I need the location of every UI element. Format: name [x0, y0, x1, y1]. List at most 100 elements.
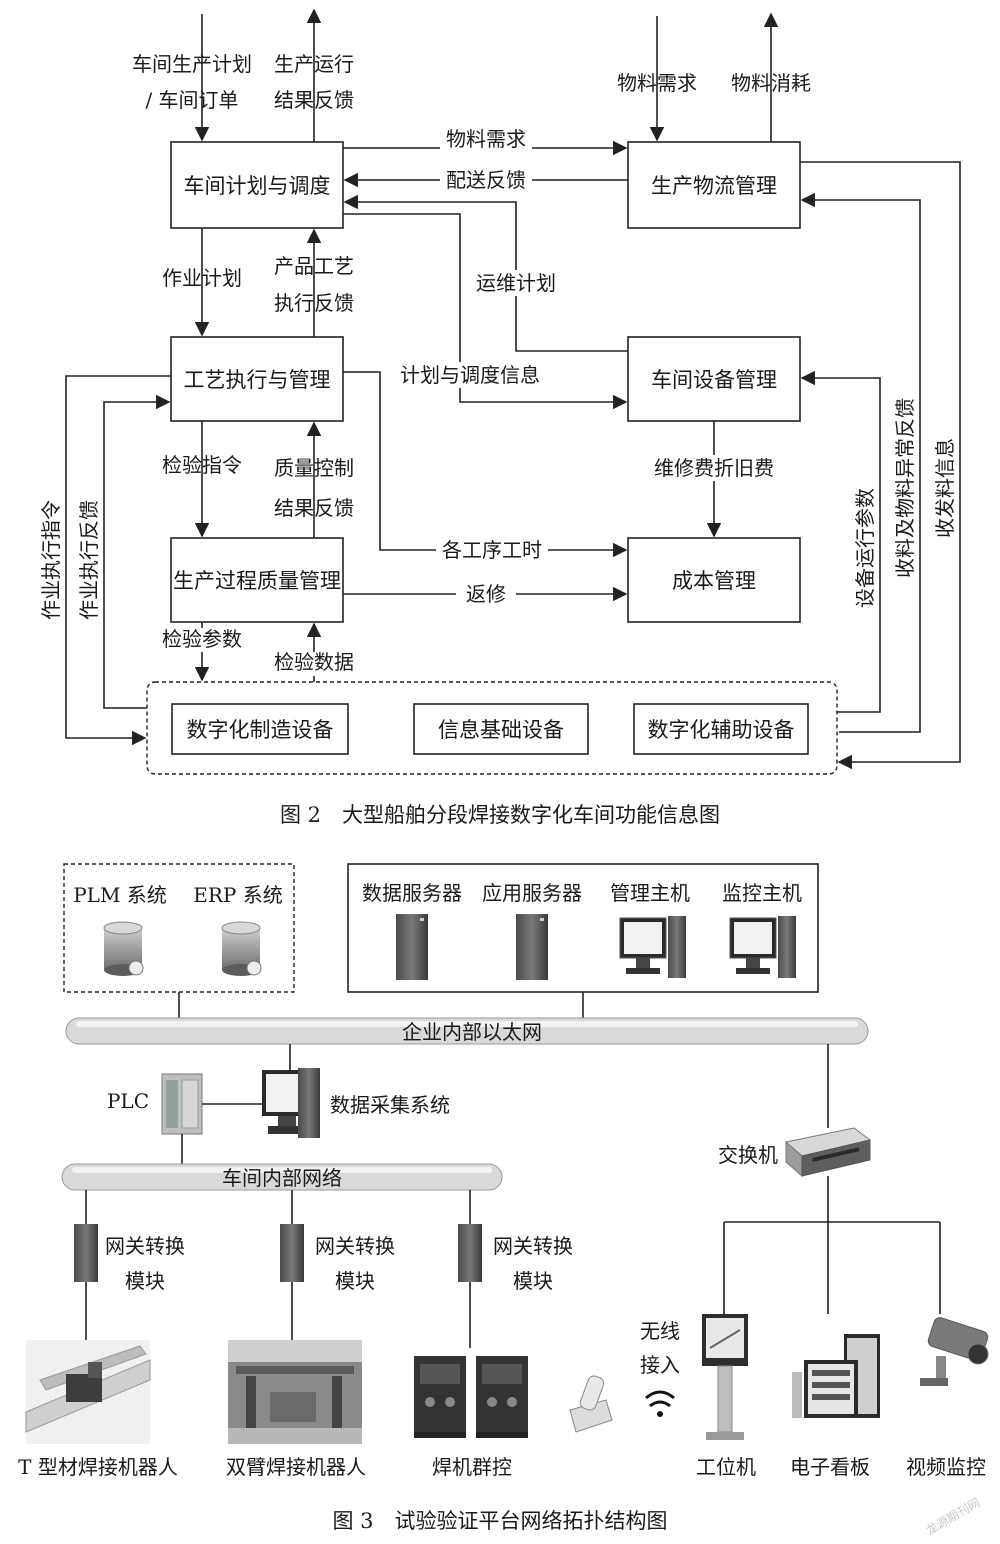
gateway-1-icon [74, 1224, 98, 1282]
daq-label: 数据采集系统 [330, 1093, 450, 1117]
switch-icon [784, 1127, 872, 1178]
t-robot-image [25, 1340, 151, 1444]
label-feedback-1: 生产运行 [274, 52, 354, 76]
app-server-label: 应用服务器 [482, 881, 582, 905]
label-mat-demand-in: 物料需求 [617, 71, 697, 95]
box-digital-aux: 数字化辅助设备 [633, 703, 809, 755]
label-op-plan: 作业计划 [162, 266, 242, 290]
wireless-label-1: 无线 [640, 1319, 680, 1343]
box-info-base: 信息基础设备 [413, 703, 589, 755]
label-plan-in-1: 车间生产计划 [132, 52, 252, 76]
box-logistics-label: 生产物流管理 [651, 174, 777, 198]
app-server-icon [516, 914, 548, 980]
video-camera-icon [920, 1317, 989, 1386]
label-inspect-cmd: 检验指令 [162, 453, 242, 477]
workstation-icon [702, 1314, 748, 1440]
plm-database-icon [103, 921, 144, 976]
arrow-exec-cmd [65, 375, 171, 746]
box-quality: 生产过程质量管理 [170, 537, 344, 623]
label-mat-info: 收发料信息 [933, 438, 957, 538]
e-board-label: 电子看板 [790, 1455, 870, 1479]
label-sched-info: 计划与调度信息 [400, 363, 540, 387]
box-quality-label: 生产过程质量管理 [173, 569, 341, 593]
label-inspect-param: 检验参数 [162, 627, 242, 651]
label-qc-fb-1: 质量控制 [274, 456, 354, 480]
box-info-base-label: 信息基础设备 [438, 718, 564, 742]
welder-group-image [414, 1356, 528, 1438]
arrow-sched-info [343, 213, 628, 410]
arrow-exec-fb [103, 394, 171, 709]
figure-2: 车间计划与调度 生产物流管理 工艺执行与管理 车间设备管理 生产过程质量管理 成… [39, 8, 961, 827]
mgmt-host-label: 管理主机 [610, 881, 690, 905]
arrow-mat-abn-fb [800, 192, 921, 733]
label-plan-in-2: / 车间订单 [145, 88, 238, 112]
gateway-3-icon [458, 1224, 482, 1282]
label-mat-demand: 物料需求 [446, 127, 526, 151]
box-cost: 成本管理 [627, 537, 801, 623]
plc-icon [161, 1073, 203, 1135]
workshop-net-label: 车间内部网络 [222, 1166, 342, 1190]
t-robot-label: T 型材焊接机器人 [18, 1455, 178, 1479]
gateway-3: 网关转换 模块 [458, 1190, 573, 1348]
erp-label: ERP 系统 [193, 883, 282, 907]
label-prod-fb-2: 执行反馈 [274, 291, 354, 315]
figure-3: PLM 系统 ERP 系统 数据服务器 应用服务器 管理主机 监控主机 [18, 863, 989, 1538]
label-equip-params: 设备运行参数 [853, 488, 877, 608]
mgmt-host-icon [619, 916, 686, 978]
gateway-3-label-1: 网关转换 [493, 1234, 573, 1258]
equipment-container [146, 681, 838, 775]
workstation-label: 工位机 [696, 1455, 756, 1479]
gateway-3-label-2: 模块 [513, 1269, 553, 1293]
label-feedback-2: 结果反馈 [274, 88, 354, 112]
erp-database-icon [221, 921, 262, 976]
box-plan-label: 车间计划与调度 [184, 174, 331, 198]
daq-computer-icon [262, 1068, 320, 1138]
label-prod-fb-1: 产品工艺 [274, 254, 354, 278]
data-server-label: 数据服务器 [362, 881, 462, 905]
wireless-label-2: 接入 [640, 1353, 680, 1377]
monitor-host-icon [729, 916, 796, 978]
data-server-icon [396, 914, 428, 980]
box-logistics: 生产物流管理 [627, 141, 801, 229]
ethernet-label: 企业内部以太网 [402, 1020, 542, 1044]
label-rework: 返修 [466, 582, 506, 606]
fig2-caption: 图 2 大型船舶分段焊接数字化车间功能信息图 [280, 803, 720, 827]
plc-label: PLC [107, 1089, 149, 1113]
dual-robot-image [228, 1340, 362, 1444]
box-digital-mfg-label: 数字化制造设备 [187, 718, 334, 742]
gateway-2: 网关转换 模块 [280, 1190, 395, 1340]
workshop-bus: 车间内部网络 [61, 1163, 503, 1191]
arrow-mat-info [800, 161, 961, 770]
switch-label: 交换机 [718, 1143, 778, 1167]
watermark: 龙源期刊网 [924, 1495, 983, 1537]
box-equipment-label: 车间设备管理 [651, 368, 777, 392]
dual-robot-label: 双臂焊接机器人 [226, 1455, 366, 1479]
label-mat-abn-fb: 收料及物料异常反馈 [893, 398, 917, 578]
arrow-equip-params [800, 370, 881, 713]
label-mat-consume: 物料消耗 [731, 71, 811, 95]
label-exec-cmd: 作业执行指令 [39, 500, 63, 620]
arrow-proc-time [343, 371, 628, 558]
plm-label: PLM 系统 [73, 883, 167, 907]
ethernet-bus: 企业内部以太网 [65, 1017, 869, 1045]
e-board-icon [792, 1334, 880, 1418]
wifi-icon [645, 1390, 675, 1417]
gateway-1-label-2: 模块 [125, 1269, 165, 1293]
label-exec-fb: 作业执行反馈 [77, 500, 101, 620]
video-label: 视频监控 [906, 1455, 986, 1479]
label-maint-plan: 运维计划 [476, 271, 556, 295]
gateway-1-label-1: 网关转换 [105, 1234, 185, 1258]
box-plan: 车间计划与调度 [170, 141, 344, 229]
box-digital-mfg: 数字化制造设备 [171, 703, 349, 755]
fig3-caption: 图 3 试验验证平台网络拓扑结构图 [332, 1509, 667, 1533]
box-digital-aux-label: 数字化辅助设备 [648, 718, 795, 742]
gateway-2-label-1: 网关转换 [315, 1234, 395, 1258]
gateway-1: 网关转换 模块 [74, 1190, 185, 1340]
box-process-label: 工艺执行与管理 [184, 368, 331, 392]
gateway-2-label-2: 模块 [335, 1269, 375, 1293]
label-delivery-fb: 配送反馈 [446, 168, 526, 192]
box-cost-label: 成本管理 [672, 569, 756, 593]
label-proc-time: 各工序工时 [442, 538, 542, 562]
barcode-scanner-icon [569, 1375, 613, 1433]
